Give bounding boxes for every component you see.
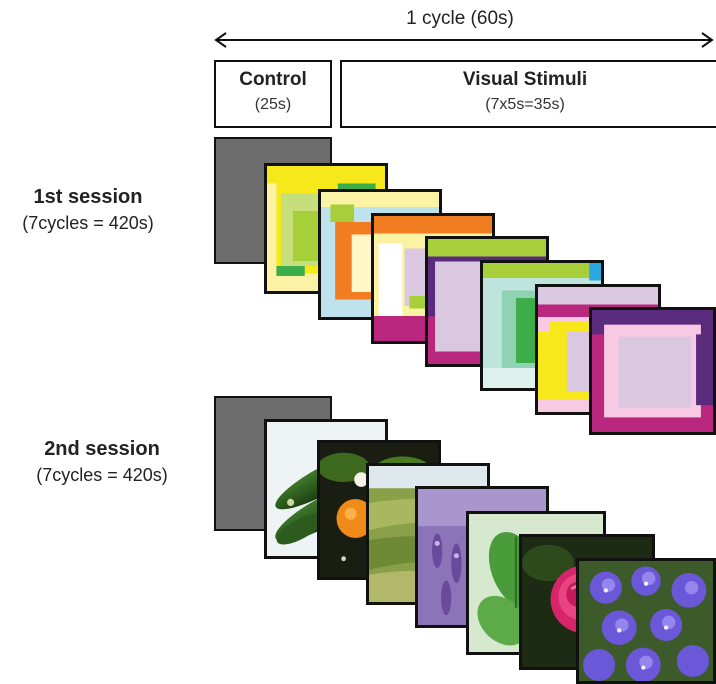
session-2-detail: (7cycles = 420s) (36, 465, 168, 485)
stimuli-phase-title: Visual Stimuli (462, 69, 588, 90)
control-phase-title: Control (239, 69, 307, 90)
session-1-detail: (7cycles = 420s) (22, 213, 154, 233)
color-pattern-card-7 (589, 307, 716, 435)
control-phase-box: Control (25s) (214, 60, 332, 128)
stimuli-phase-duration: (7x5s=35s) (485, 96, 565, 113)
session-1-label: 1st session (7cycles = 420s) (0, 186, 176, 234)
cycle-arrow (214, 32, 714, 48)
control-phase-duration: (25s) (254, 96, 292, 113)
session-1-title: 1st session (33, 186, 143, 208)
cycle-label: 1 cycle (60s) (406, 8, 514, 29)
session-2-label: 2nd session (7cycles = 420s) (14, 438, 190, 486)
session-2-title: 2nd session (44, 438, 160, 460)
violet-flowers-photo (576, 558, 716, 684)
stimuli-phase-box: Visual Stimuli (7x5s=35s) (340, 60, 716, 128)
